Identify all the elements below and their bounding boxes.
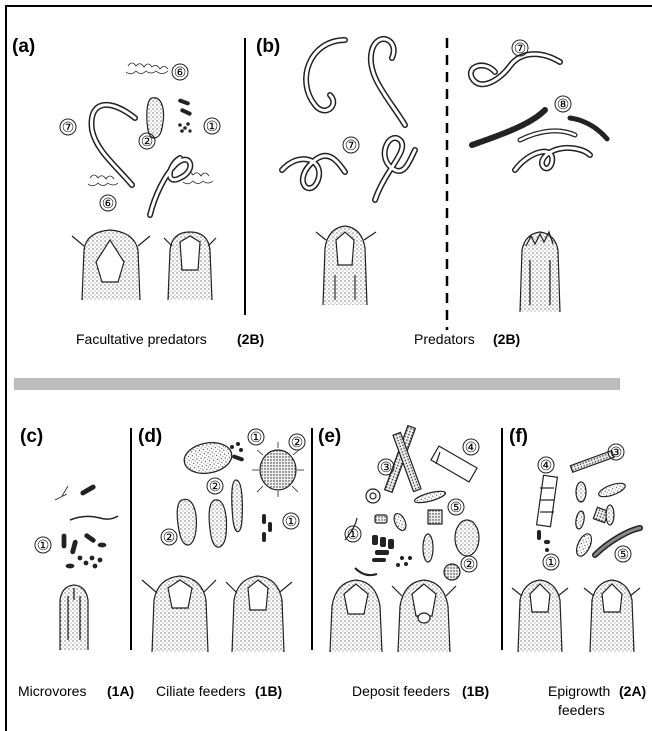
marker-2: ② — [141, 133, 154, 149]
marker-2: ② — [163, 529, 176, 545]
head-illustration — [512, 580, 640, 652]
head-illustration — [72, 230, 216, 300]
marker-4: ④ — [540, 457, 553, 473]
panel-d: (d) ① ② ② ② ① — [138, 426, 305, 699]
marker-7: ⑦ — [514, 40, 527, 56]
panel-e-code: (1B) — [462, 683, 489, 699]
panel-f-caption-line1: Epigrowth — [548, 683, 610, 699]
panel-b: (b) ⑦ — [256, 36, 415, 305]
panel-e: (e) ③ ④ — [318, 426, 489, 699]
panel-a-label: (a) — [12, 36, 35, 57]
panel-e-label: (e) — [318, 426, 341, 447]
marker-1: ① — [250, 429, 263, 445]
marker-1: ① — [347, 526, 360, 542]
head-illustration — [330, 580, 456, 652]
bacteria-illustration — [355, 535, 412, 575]
marker-6: ⑥ — [174, 64, 187, 80]
nematode-illustration — [282, 39, 415, 200]
ciliate-illustration — [177, 439, 304, 547]
panel-a: (a) ⑥ ⑦ ② ① ⑥ — [12, 36, 264, 347]
panel-c-label: (c) — [20, 426, 43, 447]
marker-7: ⑦ — [62, 119, 75, 135]
panel-d-label: (d) — [138, 426, 162, 447]
panel-d-code: (1B) — [255, 683, 282, 699]
marker-8: ⑧ — [557, 96, 570, 112]
panel-c-code: (1A) — [107, 683, 134, 699]
panel-f: (f) ③ ④ ① ⑤ — [509, 426, 646, 718]
panel-c-caption: Microvores — [18, 683, 86, 699]
marker-2: ② — [291, 434, 304, 450]
marker-3: ③ — [610, 444, 623, 460]
marker-2: ② — [209, 478, 222, 494]
panel-c: (c) ① Microvores (1A) — [18, 426, 134, 699]
panel-f-label: (f) — [509, 426, 528, 447]
panel-a-caption: Facultative predators — [76, 331, 207, 347]
panel-b-label: (b) — [256, 36, 280, 57]
marker-1: ① — [206, 118, 219, 134]
marker-2: ② — [463, 556, 476, 572]
bacteria-illustration — [55, 484, 118, 568]
marker-5: ⑤ — [450, 499, 463, 515]
nematode-illustration — [471, 54, 608, 170]
bacteria-illustration — [178, 98, 193, 133]
head-illustration — [316, 226, 376, 305]
marker-3: ③ — [380, 459, 393, 475]
bacteria-illustration — [537, 530, 550, 552]
nematode-illustration — [150, 158, 190, 215]
head-illustration — [520, 232, 560, 312]
marker-4: ④ — [465, 439, 478, 455]
head-illustration — [142, 576, 292, 652]
head-illustration — [60, 585, 88, 650]
marker-1: ① — [37, 537, 50, 553]
marker-5: ⑤ — [617, 546, 630, 562]
panel-b-right: ⑦ ⑧ Predators (2B) — [414, 40, 608, 347]
marker-7: ⑦ — [345, 137, 358, 153]
marker-1: ① — [285, 513, 298, 529]
panel-a-code: (2B) — [237, 331, 264, 347]
panel-f-caption-line2: feeders — [558, 702, 605, 718]
panel-b-caption: Predators — [414, 331, 475, 347]
panel-d-caption: Ciliate feeders — [156, 683, 246, 699]
panel-e-caption: Deposit feeders — [352, 683, 450, 699]
panel-f-code: (2A) — [619, 683, 646, 699]
marker-1: ① — [545, 554, 558, 570]
horizontal-separator-band — [14, 378, 620, 390]
panel-b-code: (2B) — [493, 331, 520, 347]
marker-6: ⑥ — [102, 195, 115, 211]
